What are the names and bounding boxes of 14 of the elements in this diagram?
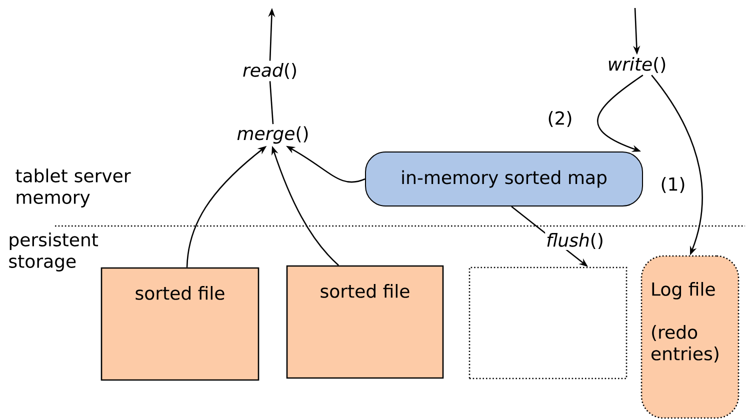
log-file-box: Log file (redo entries) (640, 255, 740, 419)
edge-label: (2) (546, 110, 574, 128)
region-label: tablet server memory (16, 168, 131, 208)
memtable-box: in-memory sorted map (365, 152, 643, 206)
empty-box (468, 266, 628, 380)
region-label: persistent storage (9, 232, 98, 272)
edge-label: flush() (545, 232, 605, 250)
arrow (597, 74, 644, 152)
function-label: write() (608, 56, 666, 74)
edge-label: (1) (659, 176, 687, 194)
function-label: merge() (237, 126, 308, 144)
file-box: sorted file (100, 267, 260, 381)
file-box: sorted file (286, 265, 444, 379)
function-label: read() (243, 62, 296, 80)
